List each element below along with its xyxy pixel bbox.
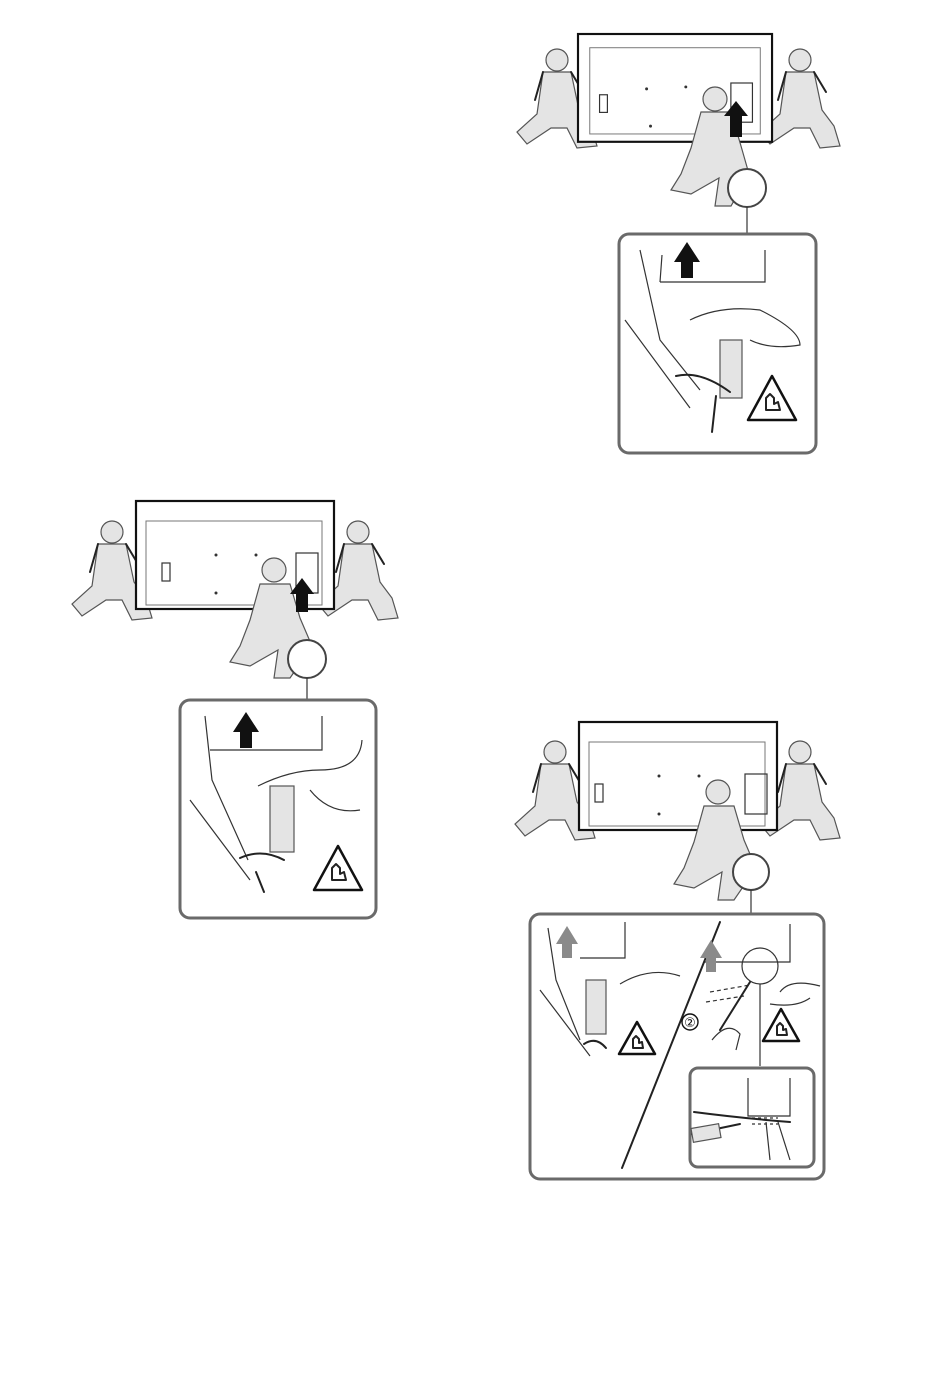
tv-top xyxy=(578,34,772,142)
step-number-label: ② xyxy=(684,1016,696,1031)
magnify-circle-middle xyxy=(288,640,326,678)
figure-bottom: ② xyxy=(515,722,840,1179)
figure-middle xyxy=(72,501,398,918)
figure-top xyxy=(517,34,840,453)
magnify-circle-top xyxy=(728,169,766,207)
step-number-marker: ② xyxy=(682,1014,698,1031)
tv-bottom xyxy=(579,722,777,830)
magnify-circle-bottom xyxy=(733,854,769,890)
